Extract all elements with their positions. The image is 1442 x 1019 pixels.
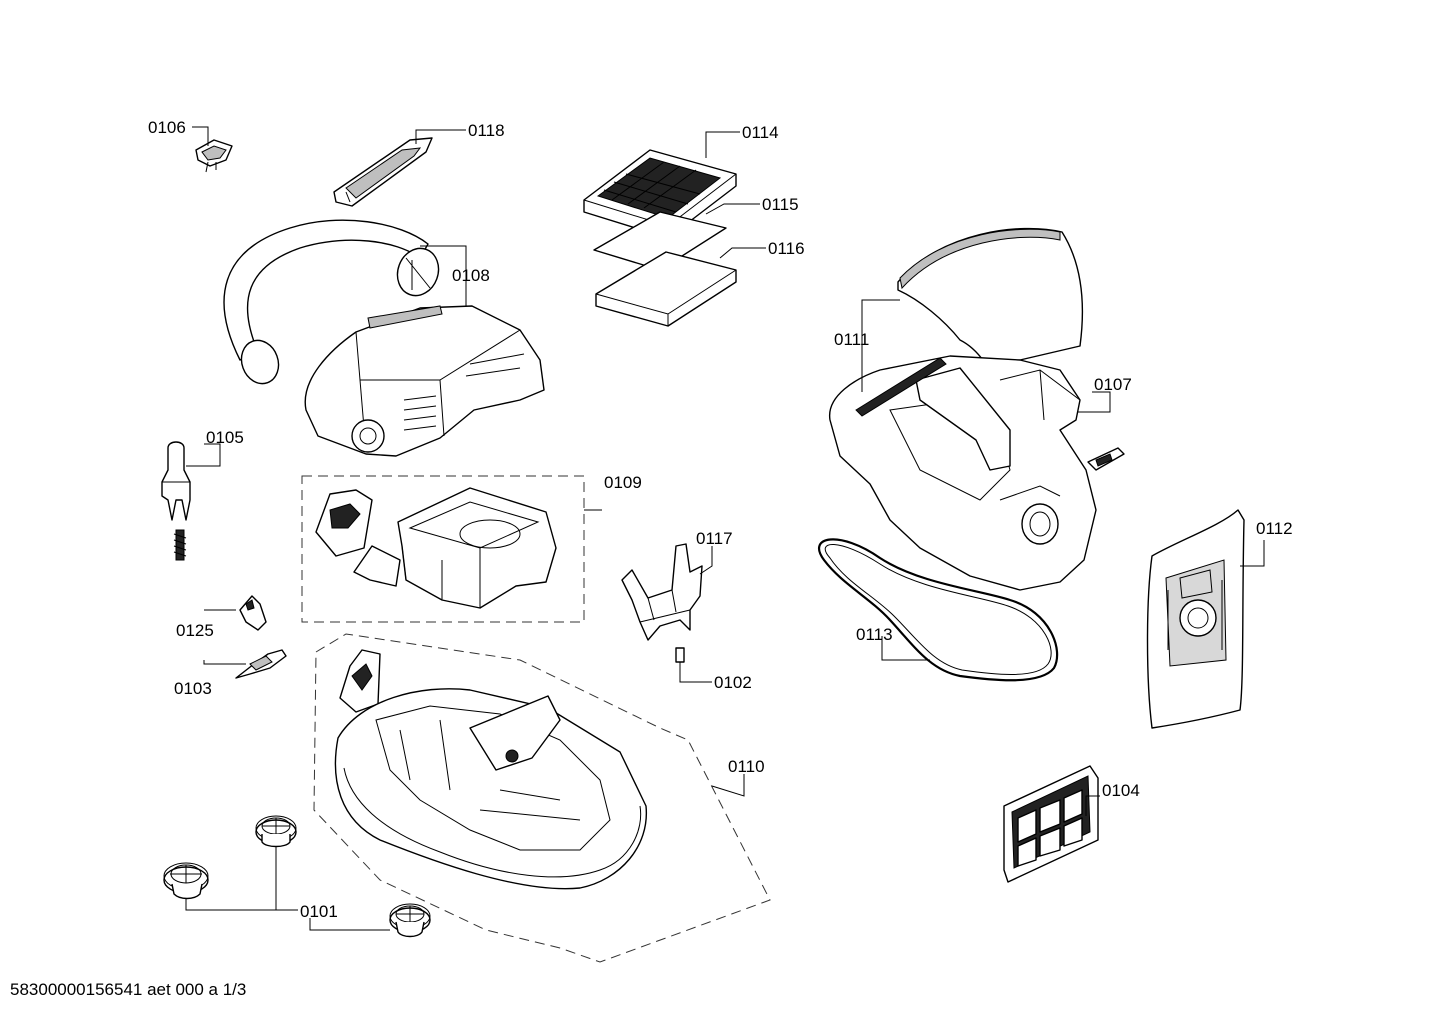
- label-0102: 0102: [714, 673, 752, 692]
- part-0110-lower-housing: [313, 633, 771, 963]
- leader-0102: [679, 662, 712, 683]
- leader-0112: [1240, 540, 1265, 567]
- leader-0104: [1085, 795, 1100, 816]
- part-0105-pin: [161, 441, 191, 561]
- label-0108: 0108: [452, 266, 490, 285]
- leader-0114: [705, 131, 740, 158]
- label-0113: 0113: [856, 625, 893, 644]
- part-0104-filter-grille: [1003, 765, 1099, 883]
- part-0112-dust-bag: [1146, 509, 1245, 729]
- part-0107-latch: [1087, 447, 1125, 471]
- part-0108-handle: [223, 219, 440, 385]
- part-0106-clip: [195, 139, 233, 173]
- drawing-code: 58300000156541 aet 000 a 1/3: [10, 980, 247, 999]
- label-0116: 0116: [768, 239, 805, 258]
- leader-0116: [719, 247, 766, 259]
- part-0116-filter-foam: [595, 251, 737, 327]
- label-0110: 0110: [728, 757, 765, 776]
- part-0101-wheel-1: [255, 815, 297, 848]
- part-0102-seal: [675, 647, 685, 663]
- part-0101-wheel-2: [163, 862, 209, 900]
- label-0101: 0101: [300, 902, 338, 921]
- label-0107: 0107: [1094, 375, 1132, 394]
- leader-0101-b: [185, 898, 276, 911]
- leader-0110: [711, 774, 745, 797]
- label-0118: 0118: [468, 121, 505, 140]
- part-0125-clip: [239, 595, 267, 631]
- label-0105: 0105: [206, 428, 244, 447]
- part-0109-inner-frame: [301, 475, 585, 623]
- label-0103: 0103: [174, 679, 212, 698]
- label-0114: 0114: [742, 123, 779, 142]
- leader-0113: [881, 636, 930, 661]
- label-0104: 0104: [1102, 781, 1140, 800]
- leader-0106: [192, 126, 209, 146]
- label-0112: 0112: [1256, 519, 1293, 538]
- leader-0111: [861, 299, 900, 392]
- part-0111-lid: [897, 227, 1084, 391]
- leader-0101-a: [275, 846, 298, 911]
- leader-0101-c: [309, 918, 390, 931]
- label-0125: 0125: [176, 621, 214, 640]
- part-0103-connector: [235, 649, 287, 679]
- part-0111-housing: [829, 355, 1097, 591]
- leader-0117: [699, 546, 713, 575]
- leader-0118: [415, 129, 466, 144]
- leader-0103: [203, 660, 246, 665]
- label-0117: 0117: [696, 529, 733, 548]
- part-0118-handle-cover: [333, 137, 433, 207]
- part-0117-bracket: [621, 543, 703, 641]
- label-0109: 0109: [604, 473, 642, 492]
- part-0101-wheel-3: [389, 903, 431, 938]
- leader-0107: [1078, 391, 1111, 413]
- part-0115-filter-sheet: [593, 211, 727, 271]
- label-0106: 0106: [148, 118, 186, 137]
- label-0111: 0111: [834, 330, 869, 349]
- part-0113-gasket: [817, 538, 1059, 682]
- part-0108-upper-housing: [304, 305, 545, 457]
- leader-0108: [420, 245, 467, 306]
- label-0115: 0115: [762, 195, 799, 214]
- leader-0105: [186, 443, 221, 467]
- leader-0115: [705, 203, 760, 215]
